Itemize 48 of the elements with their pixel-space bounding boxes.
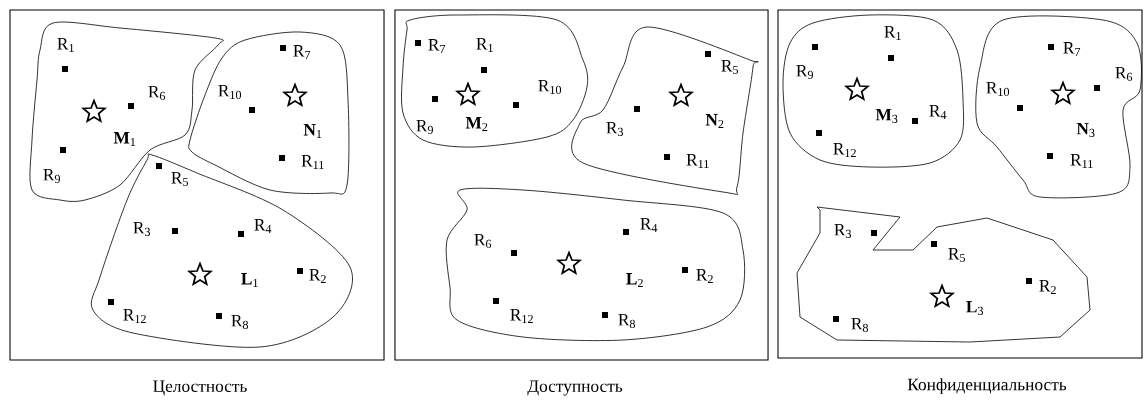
point-label: R$_{8}$ [851,318,869,333]
point-label: N$_{3}$ [1076,123,1095,137]
point-label: L$_{3}$ [966,301,983,315]
point-label: R$_{7}$ [1063,42,1081,56]
point-label: R$_{1}$ [57,38,74,52]
point-label: R$_{9}$ [43,169,60,183]
point-label: R$_{12}$ [123,309,146,323]
point-label: N$_{1}$ [303,124,322,138]
point-label: R$_{7}$ [428,39,446,53]
point-label: R$_{5}$ [721,60,738,74]
point-label: R$_{3}$ [834,224,851,238]
point-label: R$_{10}$ [538,80,562,95]
panel-caption: Конфиденциальность [907,378,1067,394]
panel-caption: Целостность [153,380,247,396]
point-label: R$_{8}$ [618,314,636,329]
point-label: R$_{5}$ [171,172,188,186]
point-label: R$_{11}$ [1070,154,1093,168]
point-label: R$_{2}$ [309,269,326,283]
point-label: M$_{3}$ [875,109,898,123]
point-label: R$_{9}$ [416,120,433,134]
point-label: R$_{12}$ [833,143,856,157]
point-label: R$_{5}$ [948,248,965,262]
point-label: R$_{6}$ [1115,67,1133,81]
point-label: L$_{1}$ [241,273,258,287]
point-label: R$_{6}$ [148,86,166,100]
point-label: R$_{11}$ [686,154,709,168]
panel-caption: Доступность [527,380,623,396]
point-label: R$_{9}$ [796,65,813,79]
point-label: R$_{11}$ [301,155,324,169]
point-label: R$_{3}$ [606,122,623,136]
point-label: R$_{6}$ [474,234,492,248]
point-label: M$_{2}$ [465,117,488,131]
point-label: R$_{10}$ [986,82,1010,97]
point-label: R$_{10}$ [218,85,242,100]
point-label: R$_{2}$ [696,269,713,283]
point-label: L$_{2}$ [626,273,643,287]
point-label: R$_{4}$ [929,105,947,119]
point-label: R$_{2}$ [1039,280,1056,294]
point-label: R$_{1}$ [476,38,493,52]
point-label: R$_{4}$ [254,219,272,233]
point-label: R$_{1}$ [884,26,901,40]
point-label: N$_{2}$ [705,114,724,128]
point-label: R$_{7}$ [293,45,311,59]
point-label: M$_{1}$ [113,132,136,146]
point-label: R$_{4}$ [640,218,658,232]
point-label: R$_{12}$ [510,309,533,323]
point-label: R$_{3}$ [133,222,150,236]
point-label: R$_{8}$ [231,315,249,330]
